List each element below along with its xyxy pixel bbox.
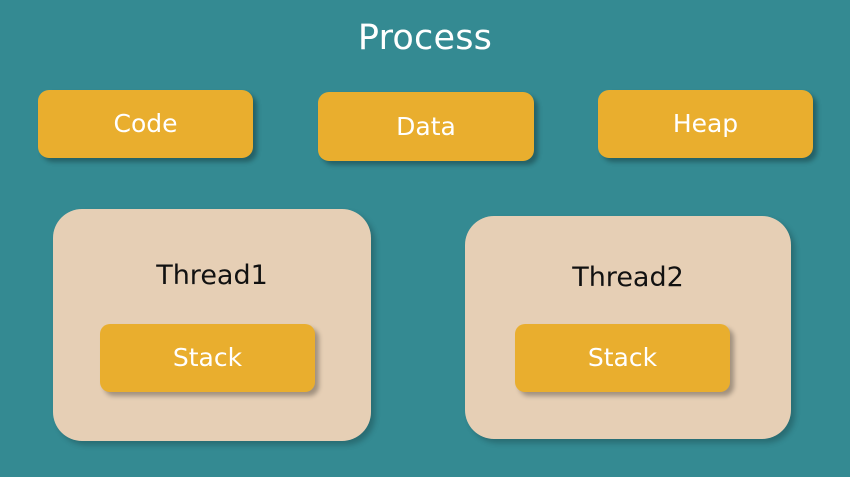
- segment-label-code: Code: [113, 109, 178, 138]
- segment-label-heap: Heap: [672, 109, 739, 138]
- stack-box-thread2: Stack: [515, 324, 730, 392]
- stack-label-thread1: Stack: [172, 343, 243, 372]
- stack-label-thread2: Stack: [587, 343, 658, 372]
- stack-box-thread1: Stack: [100, 324, 315, 392]
- thread-box-thread2: Thread2 Stack: [465, 216, 791, 439]
- thread-label-thread1: Thread1: [156, 260, 268, 291]
- thread-label-thread2: Thread2: [572, 262, 684, 293]
- segment-box-code: Code: [38, 90, 253, 158]
- page-title: Process: [357, 18, 493, 58]
- segment-box-data: Data: [318, 92, 534, 161]
- segment-label-data: Data: [396, 111, 456, 141]
- segment-box-heap: Heap: [598, 90, 813, 158]
- thread-box-thread1: Thread1 Stack: [53, 209, 371, 441]
